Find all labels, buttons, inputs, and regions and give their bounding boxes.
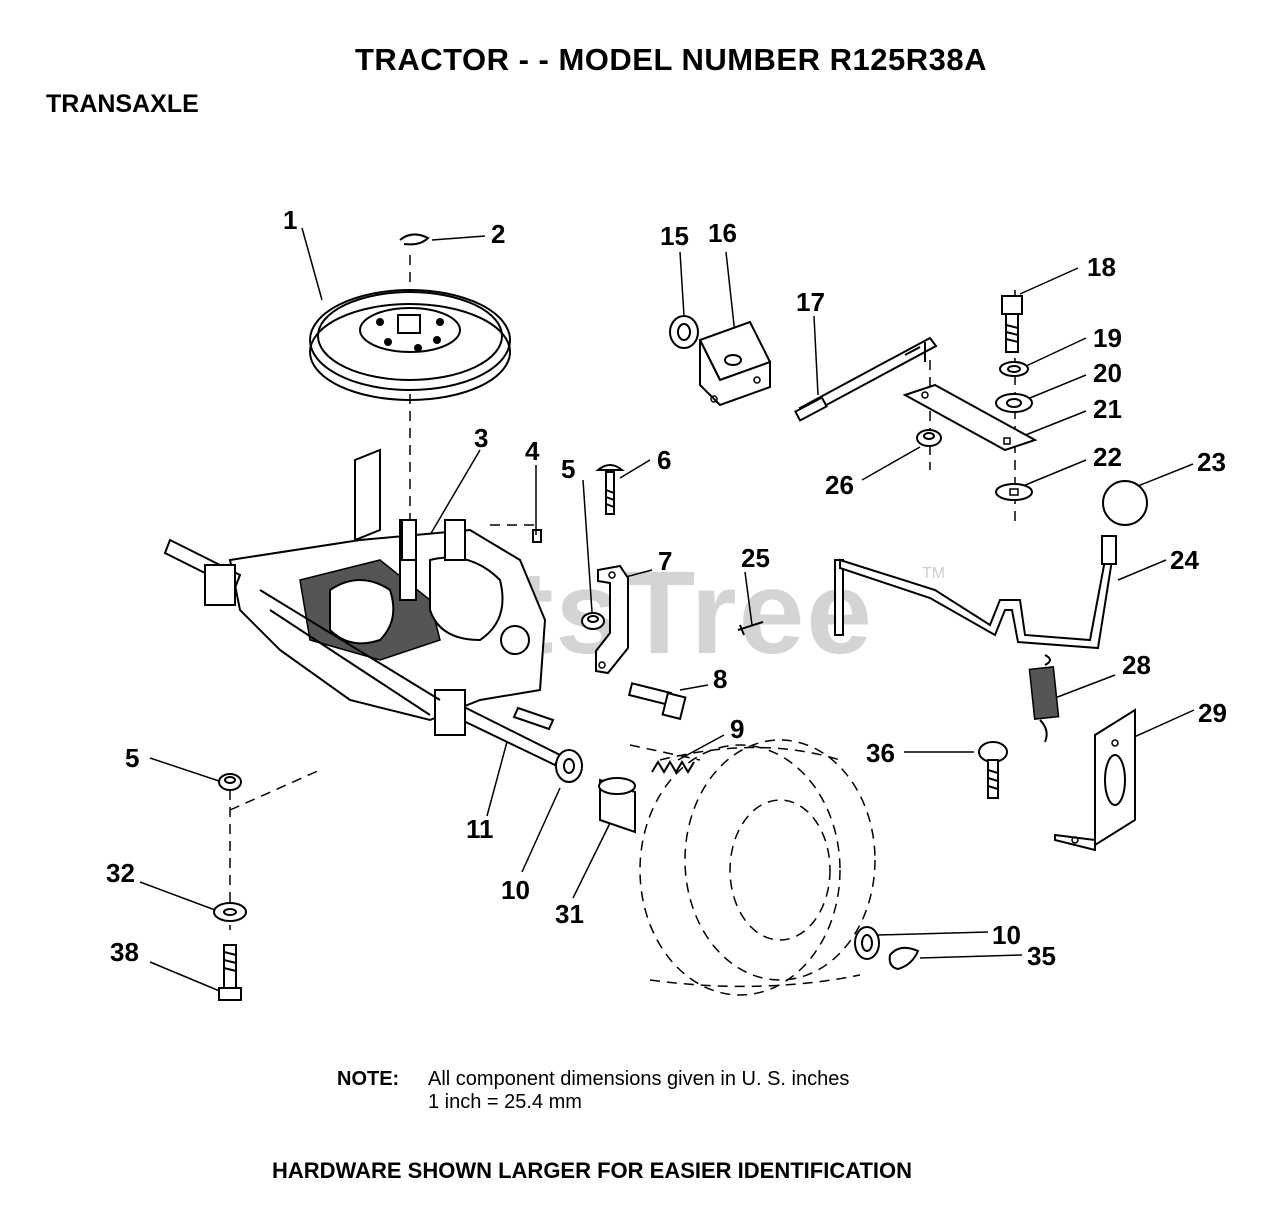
bracket-part-29 [1054, 708, 1136, 852]
tire-dashed [639, 739, 876, 996]
bolt-part-8 [627, 682, 687, 721]
washer-part-10-upper [555, 749, 583, 783]
callout-26: 26 [825, 470, 854, 500]
callout-5-upper: 5 [561, 454, 576, 484]
leader-lines [139, 227, 1195, 993]
bolt-part-6 [595, 464, 625, 515]
callout-16: 16 [708, 218, 737, 248]
spring-part-28 [1028, 654, 1060, 743]
spring-part-9 [651, 760, 695, 774]
washer-part-10-lower [854, 926, 880, 960]
diagram-title: TRACTOR - - MODEL NUMBER R125R38A [355, 42, 987, 77]
clip-part-35 [888, 946, 920, 971]
cotter-pin-part-25 [737, 621, 764, 636]
callout-24: 24 [1170, 545, 1199, 575]
note-text-line-1: All component dimensions given in U. S. … [428, 1068, 850, 1090]
rod-part-17 [794, 336, 938, 422]
callout-29: 29 [1198, 698, 1227, 728]
callout-17: 17 [796, 287, 825, 317]
callout-32: 32 [106, 858, 135, 888]
callout-35: 35 [1027, 941, 1056, 971]
callout-25: 25 [741, 543, 770, 573]
callout-19: 19 [1093, 323, 1122, 353]
plate-part-21 [902, 383, 1038, 452]
callout-4: 4 [525, 436, 540, 466]
nut-part-5-upper [581, 612, 605, 630]
callout-31: 31 [555, 899, 584, 929]
callout-21: 21 [1093, 394, 1122, 424]
callout-10-lower: 10 [992, 920, 1021, 950]
callout-6: 6 [657, 445, 672, 475]
transaxle-housing [163, 448, 562, 767]
callout-11: 11 [466, 814, 494, 844]
pin-part-4 [532, 529, 542, 543]
bracket-part-16 [698, 320, 772, 407]
callout-28: 28 [1122, 650, 1151, 680]
callout-1: 1 [283, 205, 298, 235]
knob-part-23 [1102, 480, 1148, 526]
callout-15: 15 [660, 221, 689, 251]
nut-part-26 [916, 429, 942, 447]
nut-part-5-lower [218, 773, 242, 791]
key-part-11 [512, 706, 555, 731]
callout-22: 22 [1093, 442, 1122, 472]
callout-20: 20 [1093, 358, 1122, 388]
section-title: TRANSAXLE [46, 90, 199, 118]
callout-38: 38 [110, 937, 139, 967]
callout-10-upper: 10 [501, 875, 530, 905]
washer-part-22 [995, 483, 1033, 501]
callout-3: 3 [474, 423, 489, 453]
spacer-part-31 [598, 777, 636, 834]
shift-lever-part-24 [834, 535, 1117, 650]
e-clip-part-2 [399, 233, 430, 246]
callout-18: 18 [1087, 252, 1116, 282]
bracket-part-7 [595, 564, 629, 675]
callout-8: 8 [713, 664, 728, 694]
screw-part-36 [978, 741, 1008, 799]
pulley-part-1 [309, 289, 511, 401]
input-shaft-part-3 [401, 519, 417, 561]
footer-note: HARDWARE SHOWN LARGER FOR EASIER IDENTIF… [272, 1158, 913, 1183]
note-text-line-2: 1 inch = 25.4 mm [428, 1091, 582, 1113]
callout-9: 9 [730, 714, 745, 744]
callout-2: 2 [491, 219, 506, 249]
callout-7: 7 [658, 546, 673, 576]
note-label: NOTE: [337, 1068, 400, 1090]
callout-5-lower: 5 [125, 743, 140, 773]
bolt-part-38 [218, 944, 242, 1001]
washer-part-15 [669, 315, 699, 349]
washer-part-20 [995, 393, 1033, 413]
callout-23: 23 [1197, 447, 1226, 477]
lockwasher-part-19 [999, 361, 1029, 377]
bolt-part-18 [1001, 295, 1023, 353]
callout-36: 36 [866, 738, 895, 768]
washer-part-32 [213, 902, 247, 922]
watermark-trademark: TM [922, 565, 946, 582]
